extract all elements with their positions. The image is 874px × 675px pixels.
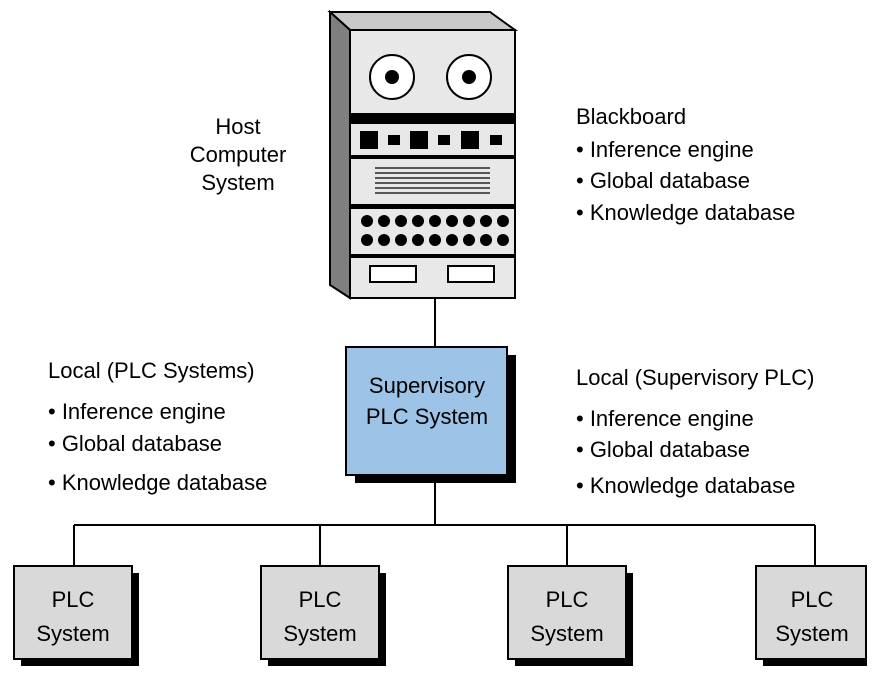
local-supervisory-title: Local (Supervisory PLC) xyxy=(576,365,814,390)
host-label-line-1: Host xyxy=(215,114,260,139)
blackboard-block: Blackboard • Inference engine • Global d… xyxy=(576,104,795,225)
plc-2-label-line-1: PLC xyxy=(299,587,342,612)
plc-system-box-2: PLC System xyxy=(260,565,386,666)
local-plc-item-3: • Knowledge database xyxy=(48,470,267,495)
button-grid-icon xyxy=(361,215,509,246)
supervisory-plc-box: Supervisory PLC System xyxy=(345,346,516,483)
local-plc-item-1: • Inference engine xyxy=(48,399,226,424)
blackboard-item-3: • Knowledge database xyxy=(576,200,795,225)
plc-2-label-line-2: System xyxy=(283,621,356,646)
local-supervisory-block: Local (Supervisory PLC) • Inference engi… xyxy=(576,365,814,498)
plc-system-box-1: PLC System xyxy=(13,565,139,666)
local-plc-block: Local (PLC Systems) • Inference engine •… xyxy=(48,358,267,495)
plc-4-label-line-1: PLC xyxy=(791,587,834,612)
blackboard-title: Blackboard xyxy=(576,104,686,129)
plc-4-label-line-2: System xyxy=(775,621,848,646)
drive-slots-icon xyxy=(360,131,502,149)
local-supervisory-item-3: • Knowledge database xyxy=(576,473,795,498)
drive-bays-icon xyxy=(369,265,495,283)
plc-1-label-line-1: PLC xyxy=(52,587,95,612)
tape-reels-icon xyxy=(369,54,492,100)
plc-system-box-4: PLC System xyxy=(755,565,867,666)
supervisory-label-line-1: Supervisory xyxy=(369,373,485,398)
blackboard-item-1: • Inference engine xyxy=(576,137,754,162)
plc-1-label-line-2: System xyxy=(36,621,109,646)
local-supervisory-item-2: • Global database xyxy=(576,437,750,462)
host-label: Host Computer System xyxy=(190,114,287,195)
local-supervisory-item-1: • Inference engine xyxy=(576,406,754,431)
host-label-line-2: Computer xyxy=(190,142,287,167)
host-label-line-3: System xyxy=(201,170,274,195)
local-plc-title: Local (PLC Systems) xyxy=(48,358,255,383)
supervisory-plc-box-face xyxy=(345,346,508,476)
supervisory-label-line-2: PLC System xyxy=(366,404,488,429)
plc-3-label-line-2: System xyxy=(530,621,603,646)
blackboard-item-2: • Global database xyxy=(576,168,750,193)
host-computer-cabinet-icon xyxy=(327,9,519,300)
local-plc-item-2: • Global database xyxy=(48,431,222,456)
plc-system-box-3: PLC System xyxy=(507,565,633,666)
vent-lines-icon xyxy=(375,167,490,194)
plc-3-label-line-1: PLC xyxy=(546,587,589,612)
